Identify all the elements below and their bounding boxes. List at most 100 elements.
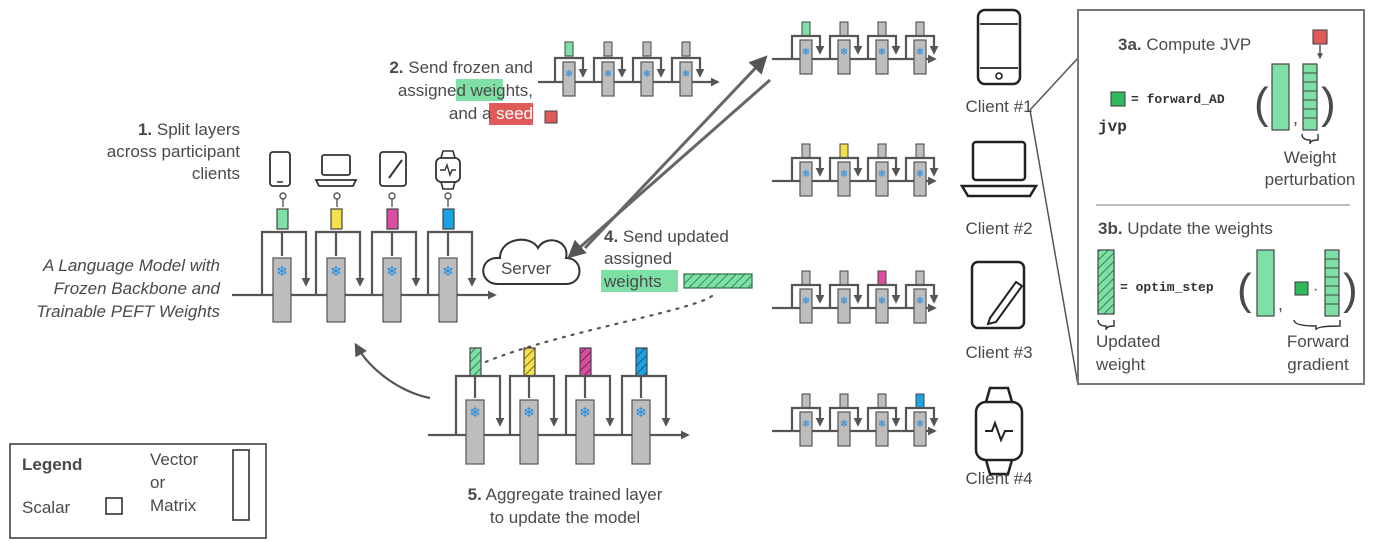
snowflake-icon: ❄ xyxy=(330,265,342,280)
step2-line1: Send frozen and xyxy=(408,58,533,77)
panel-connector-bottom xyxy=(1029,109,1079,386)
snowflake-icon: ❄ xyxy=(635,406,647,421)
snowflake-icon: ❄ xyxy=(802,169,810,180)
client-label: Client #2 xyxy=(965,219,1032,238)
legend-title: Legend xyxy=(22,455,82,474)
perturbation-brace xyxy=(1301,133,1319,145)
snowflake-icon: ❄ xyxy=(878,47,886,58)
perturbation-vector xyxy=(1324,249,1340,317)
paren-open: ( xyxy=(1237,265,1252,314)
client2: Client #2 xyxy=(959,140,1039,238)
aggregated-layer: ❄ xyxy=(620,347,671,465)
dotted-return-path xyxy=(470,294,714,370)
update-equation: = optim_step xyxy=(1120,280,1214,295)
step1-device-icons xyxy=(269,150,461,207)
panel-3b-title: Update the weights xyxy=(1123,219,1273,238)
updated-weight-vector xyxy=(1097,249,1115,315)
jvp-equation: = forward_AD xyxy=(1131,92,1225,107)
aggregated-layer: ❄ xyxy=(454,347,505,465)
step4-line3: weights xyxy=(603,272,662,291)
dot-operator: · xyxy=(1313,281,1318,298)
snowflake-icon: ❄ xyxy=(523,406,535,421)
step2-text: 2. Send frozen and assigned weights, and… xyxy=(389,58,558,125)
client-label: Client #3 xyxy=(965,343,1032,362)
step2-weights: weights xyxy=(470,81,529,100)
server-label: Server xyxy=(501,259,551,278)
updated-weight-line2: weight xyxy=(1095,355,1145,374)
snowflake-icon: ❄ xyxy=(878,169,886,180)
svg-text:assigned weights,: assigned weights, xyxy=(398,81,533,100)
step1-line2: across participant xyxy=(107,142,241,161)
panel-3a-number: 3a. xyxy=(1118,35,1142,54)
snowflake-icon: ❄ xyxy=(682,69,690,80)
weight-vector xyxy=(1271,63,1290,131)
forward-gradient-line1: Forward xyxy=(1287,332,1349,351)
comma: , xyxy=(1293,108,1298,128)
snowflake-icon: ❄ xyxy=(802,419,810,430)
step5-text: 5. Aggregate trained layer to update the… xyxy=(468,485,663,527)
comma: , xyxy=(1278,294,1283,314)
snowflake-icon: ❄ xyxy=(878,296,886,307)
step1-number: 1. xyxy=(138,120,152,139)
seed-square xyxy=(544,110,558,124)
snowflake-icon: ❄ xyxy=(469,406,481,421)
paren-close: ) xyxy=(1321,79,1336,128)
snowflake-icon: ❄ xyxy=(579,406,591,421)
updated-weight-brace xyxy=(1097,319,1115,331)
phone-icon xyxy=(269,151,291,187)
client3-model: ❄ ❄ ❄ ❄ xyxy=(772,270,939,324)
model-caption-line3: Trainable PEFT Weights xyxy=(36,302,220,321)
panel-connector-top xyxy=(1029,57,1079,111)
paren-open: ( xyxy=(1254,79,1269,128)
legend-vector-swatch xyxy=(232,449,250,521)
snowflake-icon: ❄ xyxy=(840,296,848,307)
panel-3a-title: Compute JVP xyxy=(1142,35,1252,54)
step4-line1: Send updated xyxy=(623,227,729,246)
step2-seed: seed xyxy=(496,104,533,123)
snowflake-icon: ❄ xyxy=(565,69,573,80)
svg-text:1. Split layers: 1. Split layers xyxy=(138,120,240,139)
step2-line2a: assigned xyxy=(398,81,471,100)
legend-scalar: Scalar xyxy=(22,498,71,517)
seed-square xyxy=(1312,29,1328,45)
step5-line2: to update the model xyxy=(490,508,640,527)
client-label: Client #1 xyxy=(965,97,1032,116)
aggregated-layer: ❄ xyxy=(564,347,615,465)
svg-text:2. Send frozen and: 2. Send frozen and xyxy=(389,58,533,77)
step5-line1: Aggregate trained layer xyxy=(486,485,663,504)
client1: Client #1 xyxy=(965,8,1033,116)
legend-vm1: Vector xyxy=(150,450,199,469)
client4: Client #4 xyxy=(965,386,1033,488)
client1-model: ❄ ❄ ❄ ❄ xyxy=(772,21,939,75)
step4-number: 4. xyxy=(604,227,618,246)
snowflake-icon: ❄ xyxy=(916,47,924,58)
legend: Legend Scalar Vector or Matrix xyxy=(9,443,267,539)
laptop-icon xyxy=(314,154,358,187)
weights-highlight xyxy=(456,79,503,101)
snowflake-icon: ❄ xyxy=(604,69,612,80)
step2-line3a: and a xyxy=(449,104,496,123)
snowflake-icon: ❄ xyxy=(802,296,810,307)
snowflake-icon: ❄ xyxy=(878,419,886,430)
panel-3b-number: 3b. xyxy=(1098,219,1123,238)
snowflake-icon: ❄ xyxy=(840,47,848,58)
step1-line3: clients xyxy=(192,164,240,183)
weight-pert-line1: Weight xyxy=(1284,148,1337,167)
legend-scalar-swatch xyxy=(105,497,123,515)
main-layer: ❄ xyxy=(314,208,365,323)
legend-vm2: or xyxy=(150,473,165,492)
main-model: ❄ ❄ ❄ ❄ xyxy=(232,208,497,323)
weight-vector xyxy=(1256,249,1275,317)
seed-highlight xyxy=(489,103,533,125)
hatched-weight-vector xyxy=(683,273,753,289)
forward-gradient-brace xyxy=(1293,319,1341,331)
snowflake-icon: ❄ xyxy=(442,265,454,280)
watch-icon xyxy=(435,150,461,190)
weights-highlight xyxy=(601,270,678,292)
main-layer: ❄ xyxy=(260,208,311,323)
jvp-label: jvp xyxy=(1098,118,1127,136)
client2-model: ❄ ❄ ❄ ❄ xyxy=(772,143,939,197)
svg-text:5. Aggregate trained layer: 5. Aggregate trained layer xyxy=(468,485,663,504)
snowflake-icon: ❄ xyxy=(802,47,810,58)
